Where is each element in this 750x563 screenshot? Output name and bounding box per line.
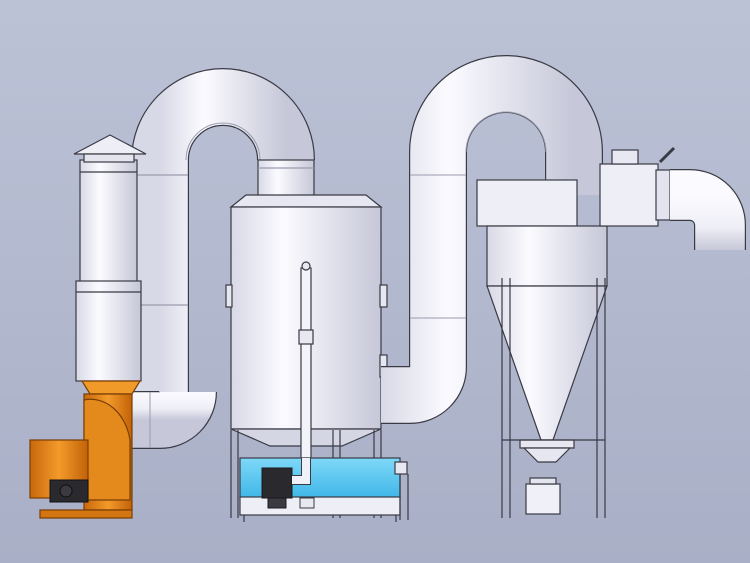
duct-loop-right <box>381 55 603 424</box>
circulation-pump <box>261 458 315 509</box>
dust-bin <box>525 477 561 515</box>
fan-motor <box>49 479 89 503</box>
fan-outlet-duct <box>125 389 217 449</box>
spray-tower <box>225 194 388 518</box>
duct-loop-left <box>131 68 315 420</box>
rain-cap <box>73 134 147 163</box>
inlet-elbow <box>599 146 746 250</box>
cyclone-separator <box>476 179 608 518</box>
centrifugal-fan <box>29 380 142 519</box>
exhaust-stack <box>75 159 142 382</box>
